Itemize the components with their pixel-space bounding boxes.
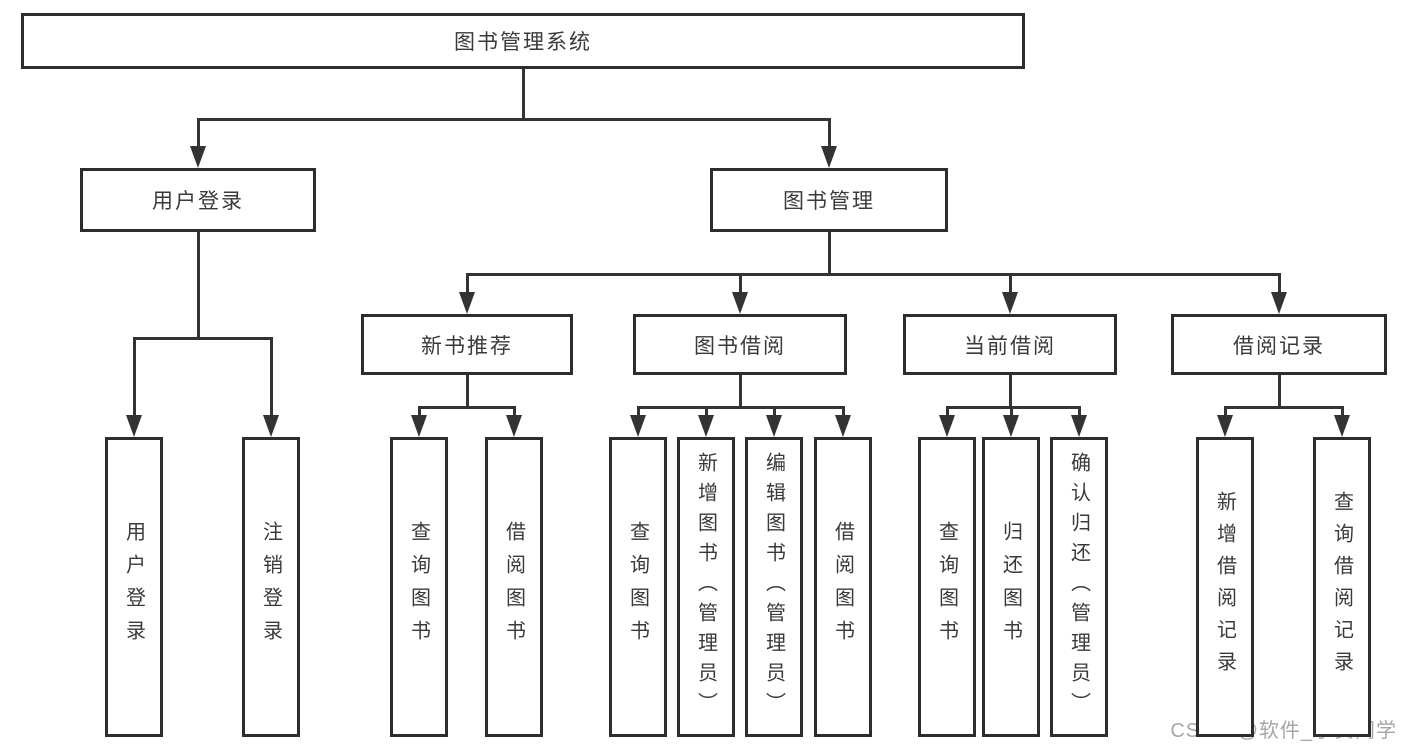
node-label-borrow-records: 借阅记录 xyxy=(1233,334,1325,358)
connector-drop-cb-confirm-return xyxy=(1078,406,1081,421)
arrowhead-cb-confirm-return xyxy=(1071,415,1087,437)
node-nb-query-books: 查询图书 xyxy=(390,437,448,737)
node-label-bb-borrow-books: 借阅图书 xyxy=(831,521,854,653)
connector-drop-bb-edit-books xyxy=(773,406,776,421)
arrowhead-book-borrowing xyxy=(732,292,748,314)
arrowhead-cb-query-books xyxy=(939,415,955,437)
connector-drop-nb-borrow-books xyxy=(513,406,516,421)
arrowhead-bb-add-books xyxy=(698,415,714,437)
node-label-br-add-record: 新增借阅记录 xyxy=(1213,491,1236,683)
node-label-cb-query-books: 查询图书 xyxy=(935,521,958,653)
node-br-query-record: 查询借阅记录 xyxy=(1313,437,1371,737)
connector-drop-user-login xyxy=(197,118,200,152)
arrowhead-cb-return-books xyxy=(1003,415,1019,437)
connector-stem-book-management xyxy=(828,232,831,276)
connector-drop-cb-return-books xyxy=(1010,406,1013,421)
node-label-system: 图书管理系统 xyxy=(454,31,592,54)
connector-drop-cb-query-books xyxy=(946,406,949,421)
connector-drop-bb-borrow-books xyxy=(842,406,845,421)
node-label-book-borrowing: 图书借阅 xyxy=(694,334,786,358)
connector-bar-borrow-records xyxy=(1224,406,1344,409)
arrowhead-bb-borrow-books xyxy=(835,415,851,437)
arrowhead-nb-borrow-books xyxy=(506,415,522,437)
node-user-login: 用户登录 xyxy=(80,168,316,232)
node-nb-borrow-books: 借阅图书 xyxy=(485,437,543,737)
node-cb-confirm-return: 确认归还（管理员） xyxy=(1050,437,1108,737)
node-login: 用户登录 xyxy=(105,437,163,737)
connector-stem-system xyxy=(522,69,525,121)
connector-drop-login xyxy=(133,337,136,421)
connector-bar-system xyxy=(197,118,831,121)
arrowhead-new-book-recommend xyxy=(459,292,475,314)
arrowhead-user-login xyxy=(190,146,206,168)
connector-stem-user-login xyxy=(197,232,200,340)
node-new-book-recommend: 新书推荐 xyxy=(361,314,573,375)
node-bb-edit-books: 编辑图书（管理员） xyxy=(745,437,803,737)
arrowhead-nb-query-books xyxy=(411,415,427,437)
node-label-bb-query-books: 查询图书 xyxy=(626,521,649,653)
connector-drop-current-borrowing xyxy=(1009,273,1012,298)
node-label-cb-confirm-return: 确认归还（管理员） xyxy=(1067,452,1090,722)
connector-bar-user-login xyxy=(133,337,273,340)
node-book-management: 图书管理 xyxy=(710,168,948,232)
connector-drop-nb-query-books xyxy=(418,406,421,421)
node-system: 图书管理系统 xyxy=(21,13,1025,69)
arrowhead-borrow-records xyxy=(1271,292,1287,314)
node-bb-add-books: 新增图书（管理员） xyxy=(677,437,735,737)
arrowhead-book-management xyxy=(821,146,837,168)
connector-drop-bb-query-books xyxy=(637,406,640,421)
node-cb-query-books: 查询图书 xyxy=(918,437,976,737)
connector-bar-new-book-recommend xyxy=(418,406,516,409)
connector-drop-book-management xyxy=(828,118,831,152)
connector-bar-book-management xyxy=(466,273,1281,276)
connector-stem-borrow-records xyxy=(1278,375,1281,409)
connector-drop-logout xyxy=(270,337,273,421)
connector-stem-current-borrowing xyxy=(1009,375,1012,409)
node-label-current-borrowing: 当前借阅 xyxy=(964,334,1056,358)
connector-drop-bb-add-books xyxy=(705,406,708,421)
node-label-nb-query-books: 查询图书 xyxy=(407,521,430,653)
connector-drop-borrow-records xyxy=(1278,273,1281,298)
node-label-login: 用户登录 xyxy=(122,521,145,653)
node-logout: 注销登录 xyxy=(242,437,300,737)
arrowhead-logout xyxy=(263,415,279,437)
connector-bar-book-borrowing xyxy=(637,406,845,409)
connector-stem-book-borrowing xyxy=(739,375,742,409)
connector-drop-br-add-record xyxy=(1224,406,1227,421)
connector-stem-new-book-recommend xyxy=(466,375,469,409)
arrowhead-br-query-record xyxy=(1334,415,1350,437)
node-label-bb-edit-books: 编辑图书（管理员） xyxy=(762,452,785,722)
node-cb-return-books: 归还图书 xyxy=(982,437,1040,737)
connector-drop-book-borrowing xyxy=(739,273,742,298)
arrowhead-bb-query-books xyxy=(630,415,646,437)
node-label-new-book-recommend: 新书推荐 xyxy=(421,334,513,358)
node-label-user-login: 用户登录 xyxy=(152,190,244,213)
node-label-logout: 注销登录 xyxy=(259,521,282,653)
node-label-cb-return-books: 归还图书 xyxy=(999,521,1022,653)
node-borrow-records: 借阅记录 xyxy=(1171,314,1387,375)
arrowhead-login xyxy=(126,415,142,437)
connector-drop-new-book-recommend xyxy=(466,273,469,298)
node-label-nb-borrow-books: 借阅图书 xyxy=(502,521,525,653)
arrowhead-current-borrowing xyxy=(1002,292,1018,314)
arrowhead-bb-edit-books xyxy=(766,415,782,437)
node-bb-query-books: 查询图书 xyxy=(609,437,667,737)
node-bb-borrow-books: 借阅图书 xyxy=(814,437,872,737)
arrowhead-br-add-record xyxy=(1217,415,1233,437)
node-label-br-query-record: 查询借阅记录 xyxy=(1330,491,1353,683)
node-br-add-record: 新增借阅记录 xyxy=(1196,437,1254,737)
node-current-borrowing: 当前借阅 xyxy=(903,314,1117,375)
connector-drop-br-query-record xyxy=(1341,406,1344,421)
connector-bar-current-borrowing xyxy=(946,406,1081,409)
node-label-book-management: 图书管理 xyxy=(783,190,875,213)
node-book-borrowing: 图书借阅 xyxy=(633,314,847,375)
node-label-bb-add-books: 新增图书（管理员） xyxy=(694,452,717,722)
